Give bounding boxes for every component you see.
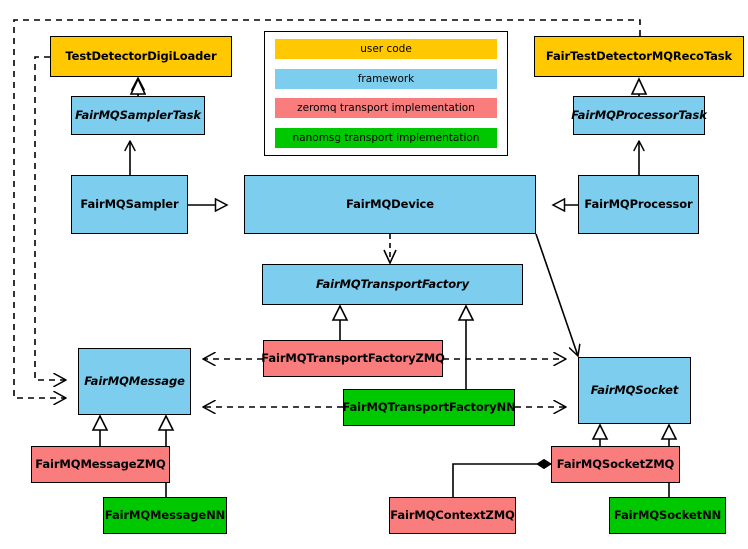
legend-item-zeromq: zeromq transport implementation [275, 98, 497, 119]
edge-tfzmq-tf-head [331, 304, 349, 321]
class-box-fairmqcontextzmq[interactable]: FairMQContextZMQ [389, 497, 516, 534]
legend-label: user code [360, 43, 412, 55]
class-label: FairMQSamplerTask [75, 107, 201, 122]
edge-samplertask-digiloader-head [129, 77, 147, 95]
legend-item-user-code: user code [275, 39, 497, 59]
class-box-fairmqmessage[interactable]: FairMQMessage [78, 348, 191, 415]
class-box-fairmqsocketzmq[interactable]: FairMQSocketZMQ [551, 446, 680, 483]
legend-item-framework: framework [275, 68, 497, 89]
class-box-fairmqsamplertask[interactable]: FairMQSamplerTask [71, 96, 205, 135]
class-box-fairmqdevice[interactable]: FairMQDevice [244, 175, 536, 234]
class-label: FairMQMessageZMQ [35, 456, 166, 471]
edge-socketzmq-contextzmq [452, 458, 552, 497]
class-box-fairtestdetectormqrecotask[interactable]: FairTestDetectorMQRecoTask [534, 36, 744, 77]
class-box-fairmqmessagezmq[interactable]: FairMQMessageZMQ [31, 446, 170, 483]
class-label: FairMQTransportFactory [316, 276, 469, 291]
edge-device-transportfactory-head [383, 249, 397, 265]
class-label: FairMQMessageNN [104, 507, 226, 522]
legend-label: zeromq transport implementation [297, 102, 475, 115]
edge-socketzmq-socket-head [591, 423, 609, 440]
class-label: FairMQSampler [80, 196, 179, 211]
class-box-fairmqprocessortask[interactable]: FairMQProcessorTask [571, 96, 707, 135]
legend-label: nanomsg transport implementation [292, 131, 480, 144]
class-box-fairmqprocessor[interactable]: FairMQProcessor [578, 175, 699, 234]
class-box-fairmqmessagenn[interactable]: FairMQMessageNN [103, 497, 227, 534]
class-label: FairMQSocket [590, 382, 679, 397]
legend-item-nanomsg: nanomsg transport implementation [275, 127, 497, 148]
class-label: FairTestDetectorMQRecoTask [545, 48, 733, 63]
class-box-fairmqsocket[interactable]: FairMQSocket [578, 357, 691, 424]
class-box-fairmqtransportfactory[interactable]: FairMQTransportFactory [262, 264, 523, 305]
edge-messagezmq-message-head [91, 414, 109, 431]
class-box-fairmqsampler[interactable]: FairMQSampler [71, 175, 188, 234]
class-box-fairmqsocketnn[interactable]: FairMQSocketNN [609, 497, 726, 534]
edge-digiloader-message [34, 56, 66, 380]
edge-messagenn-message-head [157, 414, 175, 431]
class-box-fairmqtransportfactoryzmq[interactable]: FairMQTransportFactoryZMQ [261, 340, 445, 377]
edge-processortask-recotask-head [630, 77, 648, 95]
class-label: FairMQSocketZMQ [556, 456, 675, 471]
class-label: FairMQProcessor [584, 196, 693, 211]
class-label: FairMQDevice [346, 196, 434, 211]
class-label: FairMQTransportFactoryNN [342, 399, 516, 414]
class-label: FairMQSocketNN [613, 507, 722, 522]
class-label: FairMQTransportFactoryZMQ [261, 350, 445, 365]
class-label: FairMQMessage [84, 373, 185, 388]
legend-panel: user code framework zeromq transport imp… [264, 31, 508, 156]
class-label: FairMQContextZMQ [390, 507, 515, 522]
edge-device-socket [535, 233, 578, 356]
edge-tfnn-tf-head [457, 304, 475, 321]
class-label: TestDetectorDigiLoader [65, 48, 217, 63]
edge-socketnn-socket-head [660, 423, 678, 440]
legend-label: framework [357, 72, 415, 85]
class-box-fairmqtransportfactorynn[interactable]: FairMQTransportFactoryNN [342, 389, 516, 426]
class-label: FairMQProcessorTask [571, 107, 707, 122]
class-box-testdetectordigiloader[interactable]: TestDetectorDigiLoader [50, 36, 232, 77]
